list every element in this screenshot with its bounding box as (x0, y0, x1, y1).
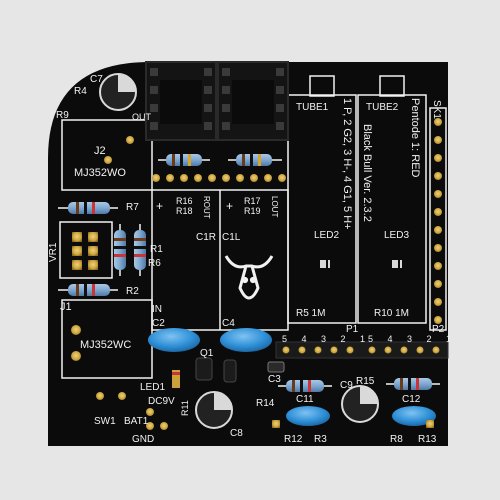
label-plus-left: + (156, 199, 163, 213)
label-lout: LOUT (270, 196, 279, 217)
tube1-notch (309, 75, 335, 97)
resistor-r17 (228, 154, 282, 166)
label-c2: C2 (152, 318, 165, 329)
resistor-r15 (386, 378, 440, 390)
misc-pads (71, 136, 434, 430)
label-c12: C12 (402, 394, 421, 405)
label-r7: R7 (126, 202, 139, 213)
label-c11: C11 (296, 394, 314, 405)
label-gnd: GND (132, 434, 154, 445)
label-r5: R5 1M (296, 308, 325, 319)
label-dc9v: DC9V (148, 396, 175, 407)
label-r2: R2 (126, 286, 139, 297)
capacitor-c12 (392, 406, 436, 426)
label-plus-right: + (226, 199, 233, 213)
label-j2: J2 (94, 145, 106, 157)
capacitor-c5 (223, 359, 237, 383)
label-in: IN (152, 304, 162, 315)
label-sw1: SW1 (94, 416, 116, 427)
label-mj352wo: MJ352WO (74, 167, 126, 179)
label-c1l: C1L (222, 232, 241, 243)
label-header-nums-p1: 5 4 3 2 1 (282, 334, 371, 344)
resistor-r16 (158, 154, 210, 166)
tube2-outline (357, 94, 427, 324)
label-pentode: Pentode 1: RED (409, 98, 421, 178)
j2-outline (61, 119, 153, 191)
capacitor-c9 (341, 385, 379, 423)
capacitor-c8 (195, 391, 233, 429)
label-r12: R12 (284, 434, 303, 445)
led2-pads (320, 260, 330, 268)
label-r9: R9 (56, 110, 69, 121)
tube2-notch (379, 75, 405, 97)
label-sk1: SK1 (431, 100, 442, 119)
label-p1: P1 (346, 324, 359, 335)
label-c1r: C1R (196, 232, 216, 243)
label-r17: R17 (244, 196, 261, 206)
label-tube1: TUBE1 (296, 102, 329, 113)
transistor-q1 (195, 357, 213, 381)
label-r16: R16 (176, 196, 193, 206)
pin-row-top (152, 174, 286, 182)
label-version: Black Bull Ver. 2.3.2 (361, 124, 373, 222)
label-p2: P2 (432, 324, 445, 335)
label-out: OUT (132, 112, 152, 122)
label-r14: R14 (256, 398, 275, 409)
capacitor-c4 (220, 328, 272, 352)
label-j1: J1 (60, 301, 72, 313)
label-c4: C4 (222, 318, 235, 329)
label-q1: Q1 (200, 348, 214, 359)
label-led1: LED1 (140, 382, 165, 393)
resistor-r14 (278, 380, 332, 392)
led3-pads (392, 260, 402, 268)
label-tube2: TUBE2 (366, 102, 399, 113)
label-r1: R1 (150, 244, 163, 255)
bull-head-logo (224, 255, 274, 300)
capacitor-c11 (286, 406, 330, 426)
label-r6: R6 (148, 258, 161, 269)
label-r19: R19 (244, 206, 261, 216)
label-c9: C9 (340, 380, 353, 391)
pin-header-p1-p2 (275, 341, 449, 359)
resistor-r7 (58, 202, 118, 214)
vr1-outline (59, 221, 113, 279)
sk1-outline (429, 107, 447, 331)
label-r11: R11 (180, 400, 190, 416)
label-header-nums-p2: 5 4 3 2 1 (368, 334, 457, 344)
label-c3: C3 (268, 374, 281, 385)
label-mj352wc: MJ352WC (80, 339, 131, 351)
capacitor-c3 (267, 361, 285, 373)
sk1-pins (434, 118, 442, 324)
label-pin-map: 1 P, 2 G2, 3 H-, 4 G1, 5 H+ (341, 98, 353, 230)
resistor-r1 (114, 224, 126, 276)
label-led2: LED2 (314, 230, 339, 241)
label-r4: R4 (74, 86, 87, 97)
label-r18: R18 (176, 206, 193, 216)
label-vr1: VR1 (48, 242, 59, 262)
capacitor-c7 (99, 73, 137, 111)
label-r3: R3 (314, 434, 327, 445)
label-r13: R13 (418, 434, 437, 445)
label-c7: C7 (90, 74, 103, 85)
label-r10: R10 1M (374, 308, 409, 319)
label-led3: LED3 (384, 230, 409, 241)
resistor-r6 (134, 224, 146, 276)
label-bat1: BAT1 (124, 416, 149, 427)
label-r15: R15 (356, 376, 375, 387)
capacitor-c2 (148, 328, 200, 352)
label-rout: ROUT (202, 196, 211, 219)
diode-near-led1 (172, 370, 180, 388)
label-c8: C8 (230, 428, 243, 439)
vr1-pads (72, 232, 98, 270)
resistor-r2 (58, 284, 118, 296)
label-r8: R8 (390, 434, 403, 445)
